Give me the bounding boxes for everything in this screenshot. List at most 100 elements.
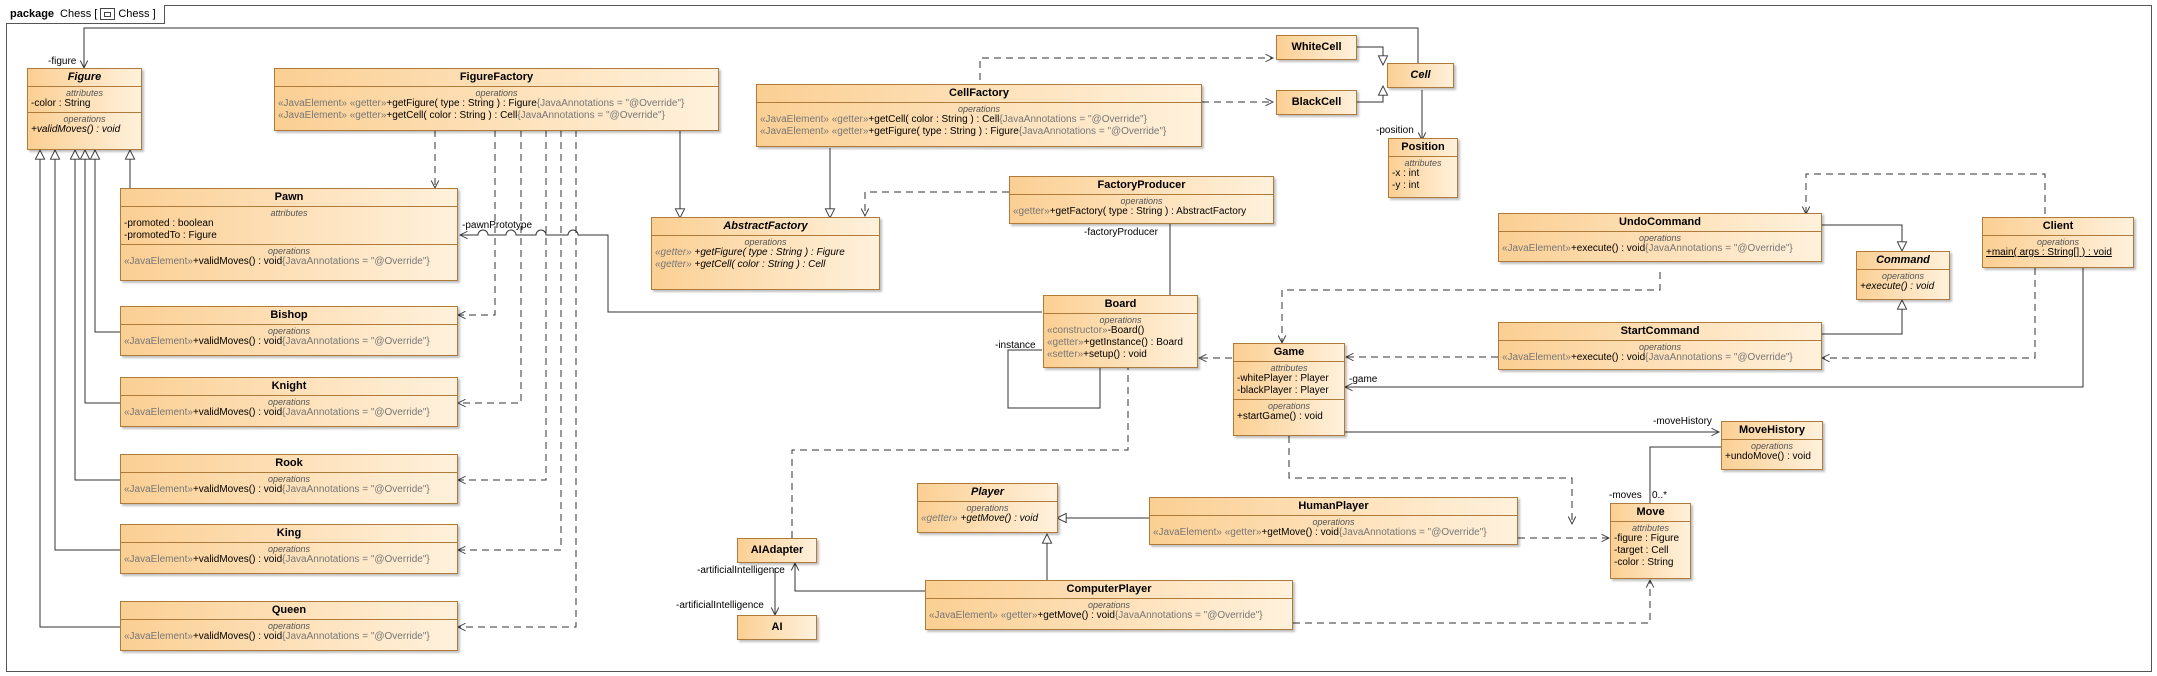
class-computerplayer[interactable]: ComputerPlayer operations «JavaElement» … [925,580,1293,630]
class-player[interactable]: Player operations «getter» +getMove() : … [917,483,1058,533]
class-movehistory[interactable]: MoveHistory operations +undoMove() : voi… [1721,421,1823,470]
operation: «JavaElement»+validMoves() : void{JavaAn… [124,554,454,566]
stereotype: «JavaElement» [1502,243,1571,254]
operation: «JavaElement» «getter»+getMove() : void{… [929,610,1289,622]
operations-label: operations [966,503,1009,513]
class-startcommand[interactable]: StartCommand operations «JavaElement»+ex… [1498,322,1822,370]
class-bishop[interactable]: Bishop operations «JavaElement»+validMov… [120,306,458,356]
class-name: Move [1636,506,1665,518]
attribute: -y : int [1392,180,1420,191]
dependency-figurefactory-king [458,130,562,550]
signature: -Board() [1107,325,1145,336]
annotation: {JavaAnnotations = "@Override"} [282,407,430,418]
role-label-factoryproducer: -factoryProducer [1084,227,1158,238]
signature: +validMoves() : void [192,631,283,642]
stereotype: «JavaElement» [929,610,998,621]
generalization-blackcell-cell [1357,86,1383,103]
operation: +startGame() : void [1237,411,1323,422]
class-board[interactable]: Board operations «constructor»-Board() «… [1043,295,1198,368]
operation: «JavaElement»+execute() : void{JavaAnnot… [1502,352,1818,364]
operations-label: operations [267,621,311,631]
class-name: Client [2042,220,2074,232]
class-name: Player [970,486,1005,498]
operation: «setter»+setup() : void [1047,349,1194,361]
class-name: Knight [271,380,307,392]
generalization-startcommand-command [1822,300,1902,335]
attribute: -color : String [31,98,91,109]
annotation: {JavaAnnotations = "@Override"} [282,336,430,347]
class-ai[interactable]: AI [737,615,817,640]
signature: +getFigure( type : String ) : Figure [694,247,845,258]
dependency-game-move [1288,436,1572,524]
stereotype: «getter» [921,513,958,524]
generalization-rook-figure [75,150,120,481]
dependency-undocommand-game [1282,272,1661,343]
generalization-knight-figure [85,150,120,404]
stereotype: «JavaElement» [124,407,193,418]
attributes-label: attributes [1270,363,1308,373]
stereotype: «getter» [1013,206,1050,217]
operations-label: operations [475,88,518,98]
class-name: Cell [1410,69,1431,81]
association-move-movehistory [1650,446,1721,503]
dependency-figurefactory-rook [458,130,547,480]
operation: «getter» +getFigure( type : String ) : F… [655,247,876,259]
class-figurefactory[interactable]: FigureFactory operations «JavaElement» «… [274,68,719,131]
class-cellfactory[interactable]: CellFactory operations «JavaElement» «ge… [756,84,1202,147]
class-client[interactable]: Client operations +main( args : String[]… [1982,217,2134,268]
operations-label: operations [267,397,311,407]
class-name: Bishop [270,309,308,321]
operations-label: operations [1638,342,1682,352]
class-name: BlackCell [1291,96,1342,108]
class-name: StartCommand [1620,325,1700,337]
class-knight[interactable]: Knight operations «JavaElement»+validMov… [120,377,458,427]
class-name: Command [1876,254,1930,266]
annotation: {JavaAnnotations = "@Override"} [282,631,430,642]
dependency-factoryproducer-abstractfactory [865,191,1009,216]
class-king[interactable]: King operations «JavaElement»+validMoves… [120,524,458,574]
class-game[interactable]: Game attributes -whitePlayer : Player -b… [1233,343,1345,436]
class-blackcell[interactable]: BlackCell [1276,90,1357,115]
signature: +getMove() : void [960,513,1039,524]
operations-label: operations [1099,315,1142,325]
signature: +validMoves() : void [192,484,283,495]
dependency-client-undocommand [1806,173,2046,214]
annotation: {JavaAnnotations = "@Override"} [282,554,430,565]
class-cell[interactable]: Cell [1387,63,1454,88]
class-name: FigureFactory [459,71,534,83]
role-label-moves: -moves [1609,490,1642,501]
annotation: {JavaAnnotations = "@Override"} [1645,243,1793,254]
association-client-game [1345,268,2084,387]
attributes-label: attributes [65,88,104,98]
class-undocommand[interactable]: UndoCommand operations «JavaElement»+exe… [1498,213,1822,262]
class-queen[interactable]: Queen operations «JavaElement»+validMove… [120,601,458,651]
operation: «getter»+getFactory( type : String ) : A… [1013,206,1270,218]
class-factoryproducer[interactable]: FactoryProducer operations «getter»+getF… [1009,176,1274,224]
stereotype: «getter» [1000,610,1038,621]
operation: «JavaElement» «getter»+getCell( color : … [278,110,715,122]
class-abstractfactory[interactable]: AbstractFactory operations «getter» +get… [651,217,880,290]
class-figure[interactable]: Figure attributes -color : String operat… [27,68,142,150]
stereotype: «getter» [349,110,387,121]
signature: +setup() : void [1083,349,1147,360]
attributes-label: attributes [1631,523,1670,533]
operations-label: operations [1881,271,1925,281]
class-name: Rook [275,457,303,469]
dependency-client-startcommand [1822,268,2036,358]
signature: +execute() : void [1570,352,1646,363]
class-position[interactable]: Position attributes -x : int -y : int [1388,138,1458,198]
signature: +getMove() : void [1037,610,1115,621]
class-command[interactable]: Command operations +execute() : void [1856,251,1950,300]
signature: +getFigure( type : String ) : Figure [868,126,1019,137]
class-pawn[interactable]: Pawn attributes -promoted : boolean -pro… [120,188,458,281]
class-name: AbstractFactory [723,220,808,232]
class-move[interactable]: Move attributes -figure : Figure -target… [1610,503,1691,579]
class-aiadapter[interactable]: AIAdapter [737,538,817,563]
package-bracket-name: Chess [118,8,150,20]
class-rook[interactable]: Rook operations «JavaElement»+validMoves… [120,454,458,504]
class-whitecell[interactable]: WhiteCell [1276,35,1357,60]
class-humanplayer[interactable]: HumanPlayer operations «JavaElement» «ge… [1149,497,1518,545]
class-name: Board [1104,298,1137,310]
